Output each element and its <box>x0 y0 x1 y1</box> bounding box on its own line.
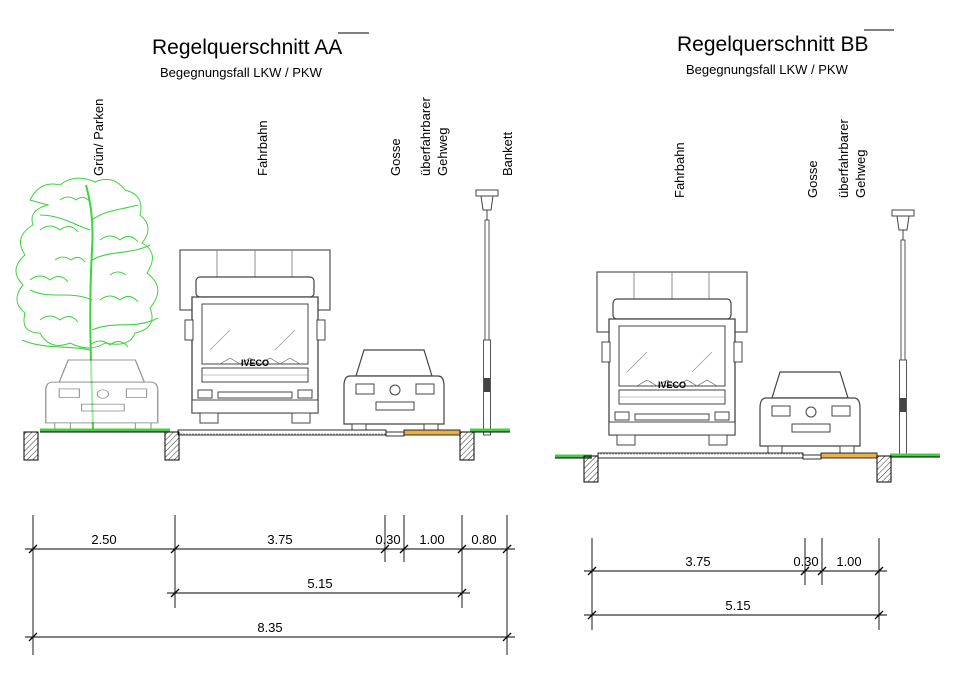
surface-a <box>23 428 510 461</box>
dim-shoulder: 0.80 <box>471 532 496 547</box>
label-sidewalk-2: Gehweg <box>853 150 868 198</box>
dim-gutter: 0.30 <box>375 532 400 547</box>
label-roadway: Fahrbahn <box>255 120 270 176</box>
section-b-subtitle: Begegnungsfall LKW / PKW <box>686 62 849 77</box>
dim-green: 2.50 <box>91 532 116 547</box>
truck-icon: IVECO <box>179 249 331 424</box>
dim-gutter: 0.30 <box>793 554 818 569</box>
sidewalk-surface <box>403 429 461 436</box>
dim-roadway: 3.75 <box>267 532 292 547</box>
label-sidewalk-1: überfahrbarer <box>836 119 851 198</box>
curb-icon <box>459 431 475 461</box>
roadway-surface <box>597 452 804 459</box>
section-b: Regelquerschnitt BB Begegnungsfall LKW /… <box>555 29 940 630</box>
label-sidewalk-2: Gehweg <box>435 128 450 176</box>
dimension-lines-b <box>584 538 887 630</box>
section-b-title: Regelquerschnitt BB <box>677 33 868 56</box>
truck-brand: IVECO <box>658 380 686 390</box>
label-roadway: Fahrbahn <box>672 142 687 198</box>
curb-icon <box>876 455 892 483</box>
section-a: Regelquerschnitt AA Begegnungsfall LKW /… <box>15 32 515 655</box>
roadway-surface <box>177 429 387 436</box>
dim-roadway: 3.75 <box>685 554 710 569</box>
truck-brand: IVECO <box>241 358 269 368</box>
car-icon <box>759 371 861 455</box>
label-sidewalk-1: überfahrbarer <box>418 97 433 176</box>
truck-icon: IVECO <box>596 271 748 446</box>
curb-icon <box>164 431 180 461</box>
dim-sidewalk: 1.00 <box>836 554 861 569</box>
car-icon <box>343 349 445 433</box>
label-green: Grün/ Parken <box>91 99 106 176</box>
gutter-surface <box>802 454 822 460</box>
gutter-surface <box>385 431 405 437</box>
label-gutter: Gosse <box>805 160 820 198</box>
street-lamp-icon <box>891 209 915 456</box>
label-shoulder: Bankett <box>500 132 515 176</box>
curb-icon <box>23 431 39 461</box>
dimension-lines-a <box>25 515 515 655</box>
parked-car-icon <box>45 359 159 431</box>
dim-total: 8.35 <box>257 620 282 635</box>
label-gutter: Gosse <box>388 138 403 176</box>
street-lamp-icon <box>475 189 499 436</box>
dim-subtotal: 5.15 <box>307 576 332 591</box>
dim-subtotal: 5.15 <box>725 598 750 613</box>
section-a-subtitle: Begegnungsfall LKW / PKW <box>160 65 323 80</box>
section-a-title: Regelquerschnitt AA <box>152 36 342 59</box>
dim-sidewalk: 1.00 <box>419 532 444 547</box>
curb-icon <box>583 455 599 483</box>
sidewalk-surface <box>820 452 878 459</box>
surface-b <box>555 452 940 483</box>
